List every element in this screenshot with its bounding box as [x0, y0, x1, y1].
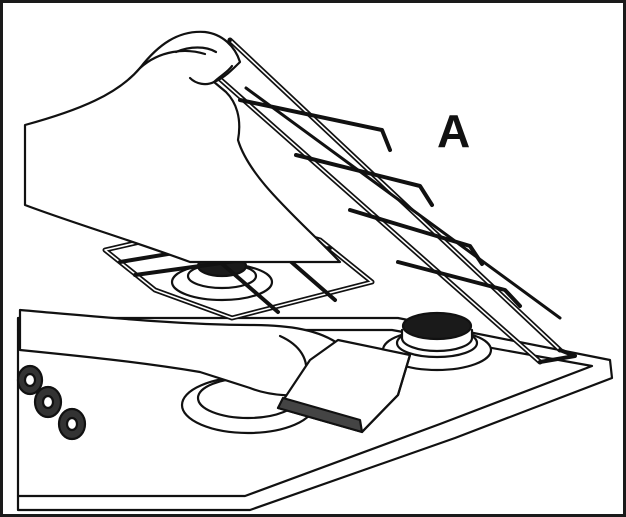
hand-lifting: [23, 30, 342, 264]
control-knobs: [16, 364, 87, 441]
control-knob: [33, 385, 63, 419]
pan-support-lifted: [209, 37, 577, 365]
figure-label: A: [437, 105, 471, 157]
cleaning-sponge: [276, 338, 412, 434]
control-knob: [57, 407, 87, 441]
control-knob: [16, 364, 44, 396]
burner-rear-right: [381, 311, 493, 372]
